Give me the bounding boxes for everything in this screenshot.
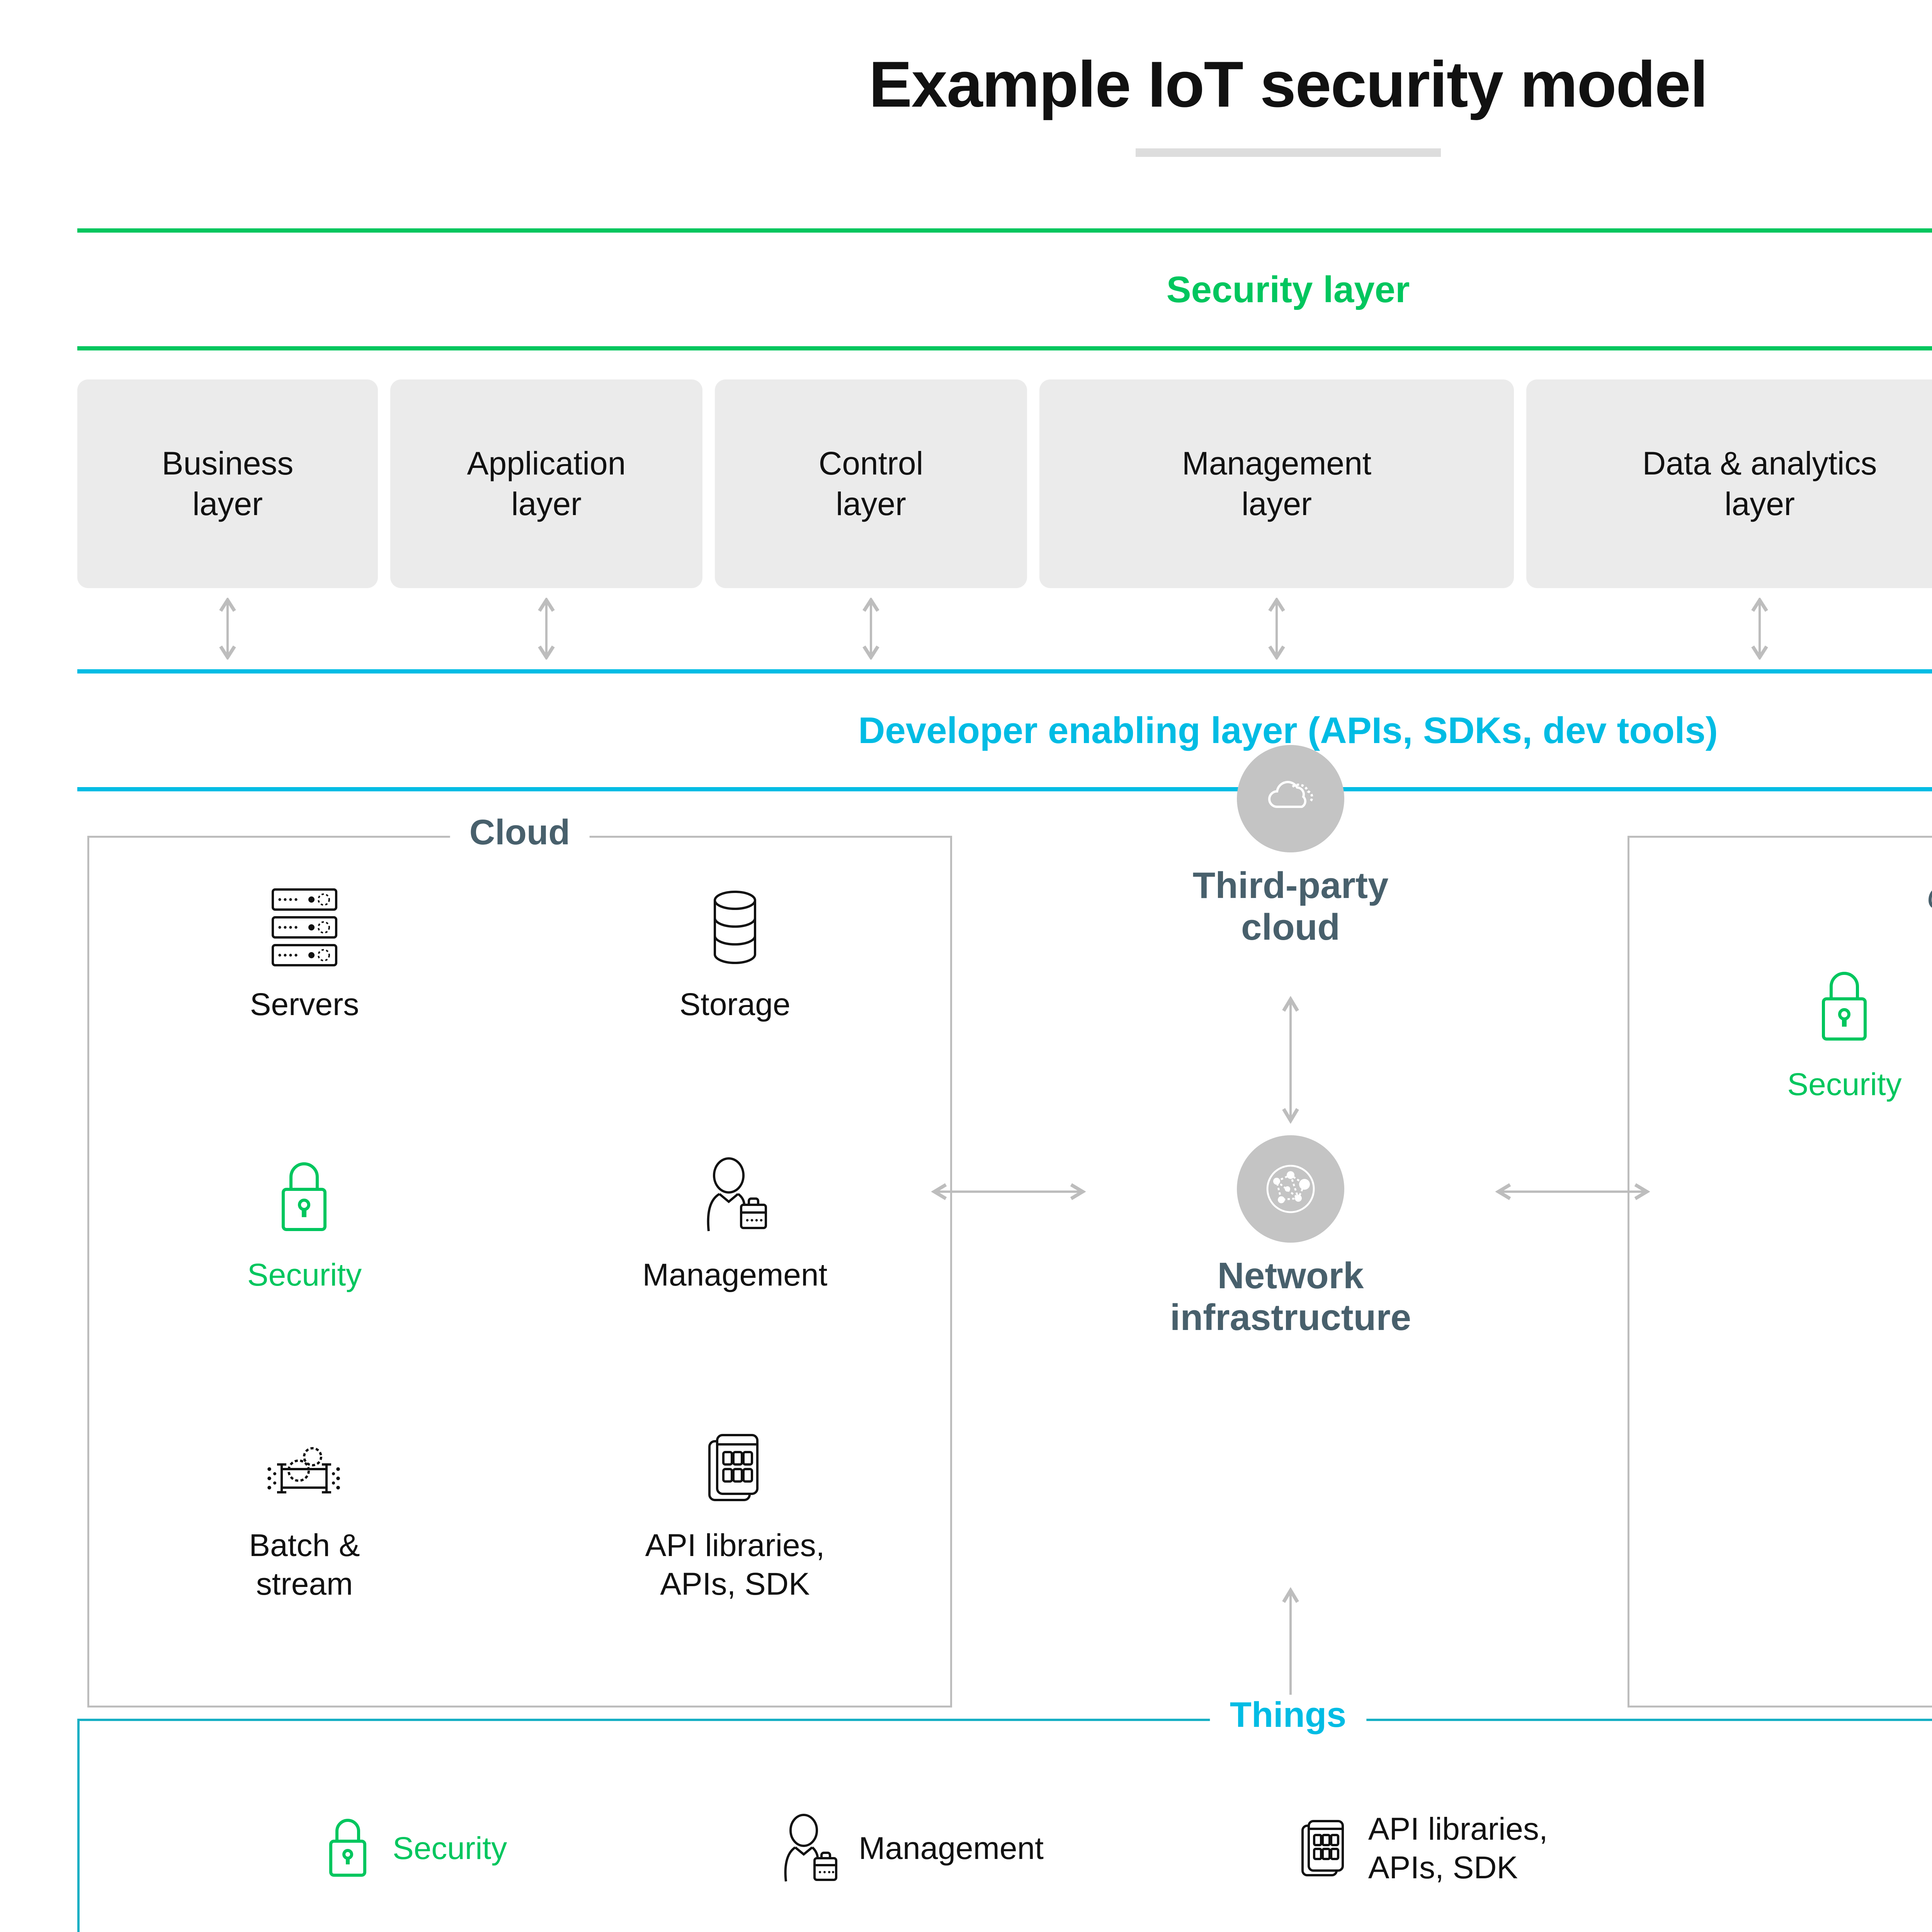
arrow-cell-data-analytics [1526, 598, 1932, 660]
cloud-panel: Cloud [87, 812, 952, 1708]
servers-icon [262, 883, 347, 972]
cloud-item-servers[interactable]: Servers [89, 883, 520, 1154]
developer-band-bottom-rule [77, 787, 1932, 792]
network-panel: Network Gateaway devices Security [1628, 836, 1932, 1708]
cloud-item-security[interactable]: Security [89, 1154, 520, 1424]
security-layer-band: Security layer [77, 228, 1932, 351]
double-headed-vertical-arrow-icon [538, 598, 555, 660]
security-band-top-rule [77, 228, 1932, 233]
network-panel-subtitle: Gateaway devices [1629, 879, 1932, 917]
arrow-cell-application [390, 598, 702, 660]
arrow-cloud-to-network [1279, 996, 1302, 1124]
things-panel-title: Things [1209, 1695, 1367, 1736]
network-graph-icon [1237, 1135, 1344, 1243]
network-items-row-1: Security [1629, 963, 1932, 1104]
things-panel: Things Security [77, 1695, 1932, 1932]
storage-icon [700, 883, 770, 972]
security-band-bottom-rule [77, 346, 1932, 351]
lock-icon [319, 1812, 377, 1885]
things-item-api-libraries[interactable]: API libraries,APIs, SDK [1295, 1810, 1548, 1887]
security-layer-label: Security layer [1166, 269, 1410, 311]
arrow-cell-control [715, 598, 1027, 660]
title-block: Example IoT security model [0, 0, 1932, 157]
arrow-cell-business [77, 598, 378, 660]
cloud-item-storage[interactable]: Storage [520, 883, 950, 1154]
cloud-item-api-libraries-label: API libraries,APIs, SDK [645, 1528, 825, 1602]
things-item-security[interactable]: Security [319, 1812, 507, 1885]
lock-icon [268, 1154, 341, 1243]
network-item-api-libraries[interactable]: API libraries,APIs, SDK [1845, 1162, 1932, 1341]
batch-stream-icon [260, 1424, 349, 1513]
cloud-item-servers-label: Servers [250, 987, 359, 1022]
developer-enabling-label: Developer enabling layer (APIs, SDKs, de… [858, 710, 1718, 752]
cloud-items-grid: Servers Storage [89, 838, 950, 1695]
double-headed-vertical-arrow-icon [219, 598, 236, 660]
arrow-network-to-network-panel [1495, 1180, 1650, 1203]
lock-icon [1808, 963, 1881, 1052]
cloud-item-batch-stream-label: Batch &stream [249, 1528, 360, 1602]
layer-arrows-row [77, 588, 1932, 669]
double-headed-vertical-arrow-icon [1751, 598, 1768, 660]
things-item-management-label: Management [859, 1831, 1044, 1866]
developer-band-top-rule [77, 669, 1932, 674]
things-item-api-libraries-label: API libraries,APIs, SDK [1368, 1811, 1548, 1886]
network-item-security[interactable]: Security [1629, 963, 1932, 1104]
network-items-row-2: API libraries,APIs, SDK [1629, 1162, 1932, 1341]
things-item-security-label: Security [393, 1831, 507, 1866]
api-libraries-icon [1295, 1812, 1353, 1885]
cloud-circle-icon [1237, 745, 1344, 853]
things-items-row: Security [80, 1721, 1932, 1887]
arrow-cell-management [1039, 598, 1514, 660]
things-item-management[interactable]: Management [777, 1812, 1044, 1885]
management-person-icon [777, 1812, 843, 1885]
cloud-item-management-label: Management [642, 1257, 828, 1293]
cloud-item-storage-label: Storage [679, 987, 791, 1022]
arrow-network-to-cloud-panel [931, 1180, 1086, 1203]
double-headed-vertical-arrow-icon [1268, 598, 1285, 660]
cloud-item-management[interactable]: Management [520, 1154, 950, 1424]
cloud-item-security-label: Security [247, 1257, 362, 1293]
middle-region: Cloud [77, 745, 1932, 1719]
cloud-item-api-libraries[interactable]: API libraries,APIs, SDK [520, 1424, 950, 1695]
cloud-panel-title: Cloud [450, 812, 590, 853]
cloud-item-batch-stream[interactable]: Batch &stream [89, 1424, 520, 1695]
double-headed-vertical-arrow-icon [862, 598, 879, 660]
title-underline-rule [1135, 148, 1441, 157]
network-item-security-label: Security [1787, 1067, 1902, 1102]
page-title: Example IoT security model [869, 48, 1708, 121]
developer-enabling-band: Developer enabling layer (APIs, SDKs, de… [77, 669, 1932, 792]
management-person-icon [696, 1154, 774, 1243]
api-libraries-icon [700, 1424, 770, 1513]
